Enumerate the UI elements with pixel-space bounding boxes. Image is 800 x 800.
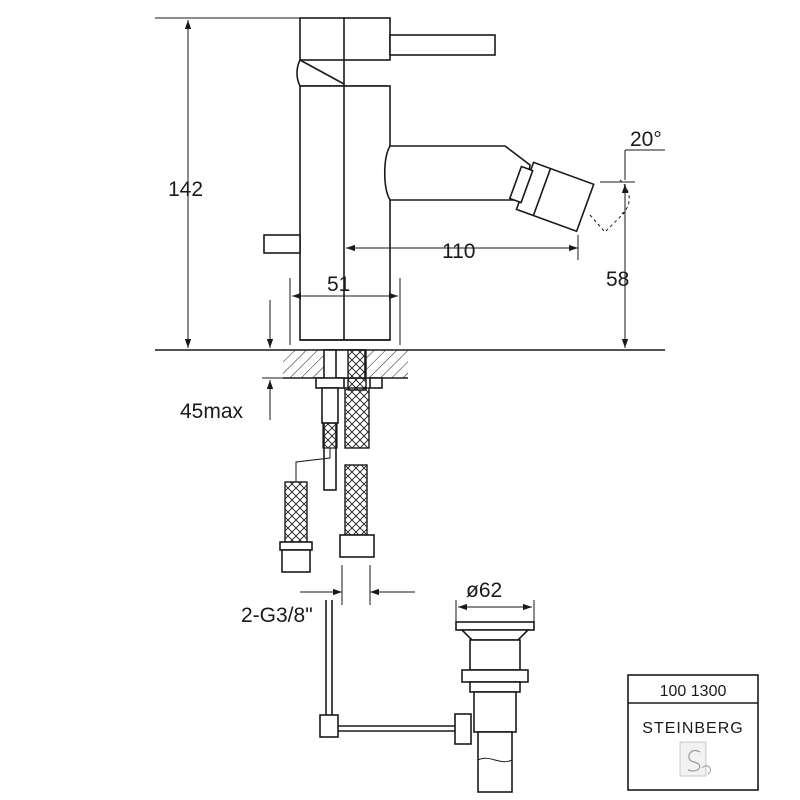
- dim-height-total: 142: [168, 178, 203, 201]
- product-code: 100 1300: [660, 683, 727, 700]
- dim-angle: 20°: [630, 128, 662, 151]
- spout: [383, 145, 630, 233]
- dim-spout-height: 58: [606, 268, 629, 291]
- pop-up-waste: [319, 600, 535, 793]
- supply-hoses: [279, 349, 383, 573]
- countertop: [155, 349, 665, 379]
- dim-connection: 2-G3/8": [241, 604, 313, 627]
- title-block: 100 1300 STEINBERG: [627, 674, 759, 791]
- dim-waste-diameter: ø62: [466, 579, 502, 602]
- brand-name: STEINBERG: [642, 720, 743, 737]
- dim-body-width: 51: [327, 273, 350, 296]
- brand-logo-icon: [679, 741, 711, 777]
- dim-max-thickness: 45max: [180, 400, 244, 423]
- dimension-lines: [155, 17, 665, 622]
- dim-spout-reach: 110: [442, 240, 475, 263]
